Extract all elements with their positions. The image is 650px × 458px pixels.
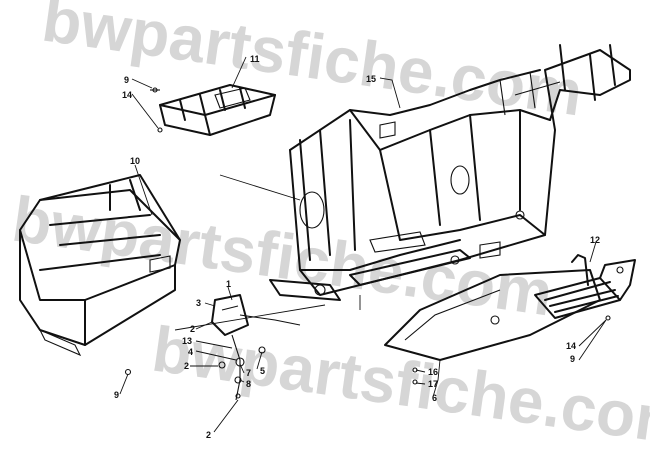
callout-14: 14	[122, 90, 132, 100]
callout-14: 14	[566, 341, 576, 351]
rear-bracket-part[interactable]	[159, 84, 276, 136]
callout-16: 16	[428, 367, 438, 377]
callout-1: 1	[226, 279, 231, 289]
callout-2: 2	[190, 324, 195, 334]
callout-12: 12	[590, 235, 600, 245]
callout-10: 10	[130, 156, 140, 166]
callout-11: 11	[250, 54, 260, 64]
light-assembly-part[interactable]	[211, 294, 301, 401]
callout-labels: 11 9 14 15 10 1 3 2 13 4 2 5 7 8 9 2 12 …	[114, 54, 600, 440]
callout-3: 3	[196, 298, 201, 308]
callout-7: 7	[246, 368, 251, 378]
watermark: bwpartsfiche.com bwpartsfiche.com bwpart…	[8, 0, 650, 458]
callout-17: 17	[428, 379, 438, 389]
leader-lines	[119, 56, 607, 433]
callout-4: 4	[188, 347, 193, 357]
callout-6: 6	[432, 393, 437, 403]
callout-9: 9	[570, 354, 575, 364]
callout-5: 5	[260, 366, 265, 376]
callout-9: 9	[114, 390, 119, 400]
callout-13: 13	[182, 336, 192, 346]
callout-2: 2	[184, 361, 189, 371]
footrest-part[interactable]	[534, 254, 636, 319]
front-rack-part[interactable]	[19, 174, 181, 357]
skid-plate-part[interactable]	[384, 269, 601, 361]
callout-2: 2	[206, 430, 211, 440]
callout-15: 15	[366, 74, 376, 84]
callout-9: 9	[124, 75, 129, 85]
callout-8: 8	[246, 379, 251, 389]
main-frame-part[interactable]	[269, 44, 631, 301]
